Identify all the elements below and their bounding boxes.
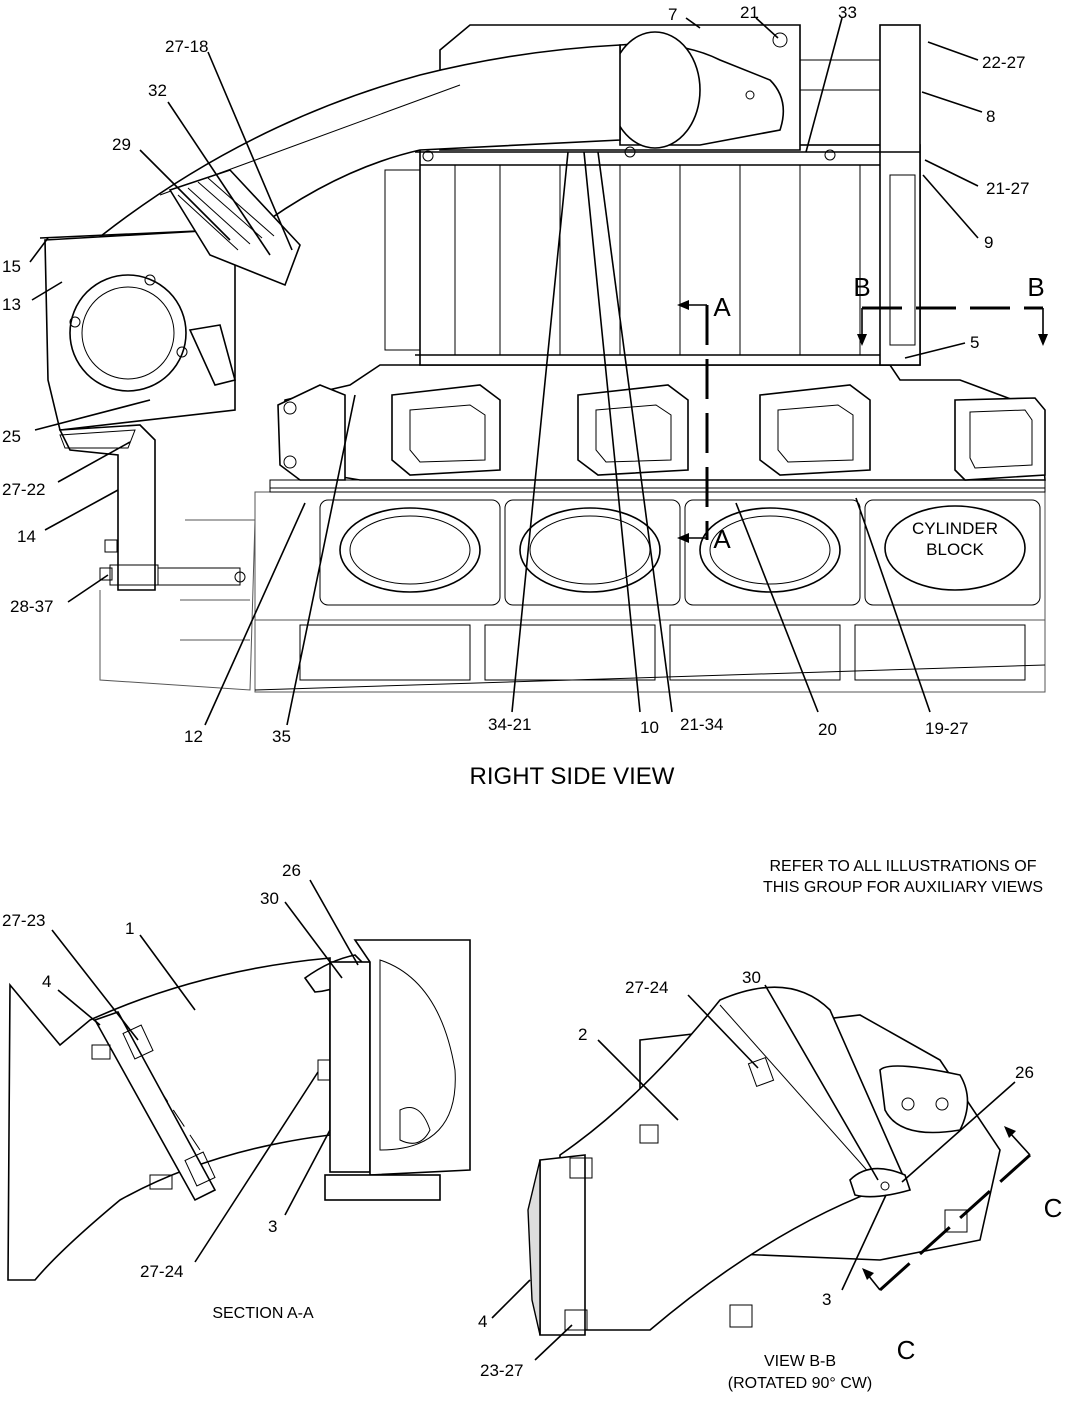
- callout-35: 35: [272, 727, 291, 746]
- section-callout-4: 4: [42, 972, 51, 991]
- callout-28-37: 28-37: [10, 597, 53, 616]
- callout-8: 8: [986, 107, 995, 126]
- view-callout-30: 30: [742, 968, 761, 987]
- callout-27-18: 27-18: [165, 37, 208, 56]
- section-a-a-title: SECTION A-A: [212, 1305, 314, 1322]
- view-callout-3: 3: [822, 1290, 831, 1309]
- view-callout-26: 26: [1015, 1063, 1034, 1082]
- section-callout-27-24: 27-24: [140, 1262, 183, 1281]
- section-a-top-label: A: [713, 292, 731, 322]
- callout-13: 13: [2, 295, 21, 314]
- callout-12: 12: [184, 727, 203, 746]
- cylinder-block-label-1: CYLINDER: [912, 519, 998, 538]
- view-b-b-title: VIEW B-B: [764, 1353, 836, 1370]
- section-a-markers: A A: [677, 292, 731, 554]
- callout-19-27: 19-27: [925, 719, 968, 738]
- callout-7: 7: [668, 5, 677, 24]
- section-b-left-label: B: [853, 272, 870, 302]
- view-callout-27-24: 27-24: [625, 978, 668, 997]
- right-side-view: CYLINDER BLOCK: [2, 3, 1048, 790]
- view-callout-4: 4: [478, 1312, 487, 1331]
- support-bracket: [58, 424, 256, 691]
- callout-20: 20: [818, 720, 837, 739]
- section-a-a: 26 30 27-23 1 4 3 27-24 SECTION A-A: [2, 861, 471, 1322]
- cylinder-block: CYLINDER BLOCK: [254, 491, 1046, 693]
- callout-15: 15: [2, 257, 21, 276]
- section-c-top-label: C: [1044, 1193, 1063, 1223]
- callout-21-27: 21-27: [986, 179, 1029, 198]
- section-callout-3: 3: [268, 1217, 277, 1236]
- callout-25: 25: [2, 427, 21, 446]
- callout-22-27: 22-27: [982, 53, 1025, 72]
- note-line-2: THIS GROUP FOR AUXILIARY VIEWS: [763, 879, 1043, 896]
- callout-21-34: 21-34: [680, 715, 723, 734]
- view-b-b: C C 27-24 30 2 26 3 4 23-27 VIEW B-B (RO…: [478, 968, 1062, 1392]
- callout-9: 9: [984, 233, 993, 252]
- callout-5: 5: [970, 333, 979, 352]
- cylinder-block-label-2: BLOCK: [926, 540, 984, 559]
- section-a-bottom-label: A: [713, 524, 731, 554]
- callout-27-22: 27-22: [2, 480, 45, 499]
- view-callout-23-27: 23-27: [480, 1361, 523, 1380]
- section-b-markers: B B: [853, 272, 1048, 346]
- section-callout-26: 26: [282, 861, 301, 880]
- callout-32: 32: [148, 81, 167, 100]
- view-b-b-subtitle: (ROTATED 90° CW): [728, 1375, 872, 1392]
- section-c-bottom-label: C: [897, 1335, 916, 1365]
- callout-29: 29: [112, 135, 131, 154]
- section-callout-30: 30: [260, 889, 279, 908]
- callout-14: 14: [17, 527, 36, 546]
- note-line-1: REFER TO ALL ILLUSTRATIONS OF: [769, 858, 1036, 875]
- right-side-view-title: RIGHT SIDE VIEW: [470, 763, 675, 790]
- section-b-right-label: B: [1027, 272, 1044, 302]
- exhaust-manifold: [269, 364, 1046, 493]
- callout-34-21: 34-21: [488, 715, 531, 734]
- callout-33: 33: [838, 3, 857, 22]
- turbo-housing: [39, 229, 236, 431]
- callout-10: 10: [640, 718, 659, 737]
- aftercooler: [384, 24, 921, 366]
- callouts-right-side: 7 21 33 22-27 8 21-27 9 27-18 32 29 15 1…: [2, 3, 1029, 746]
- leader-lines-right-side: [29, 17, 983, 726]
- hose-clamp: [168, 169, 301, 287]
- section-callout-1: 1: [125, 919, 134, 938]
- section-callout-27-23: 27-23: [2, 911, 45, 930]
- callout-21: 21: [740, 3, 759, 22]
- view-callout-2: 2: [578, 1025, 587, 1044]
